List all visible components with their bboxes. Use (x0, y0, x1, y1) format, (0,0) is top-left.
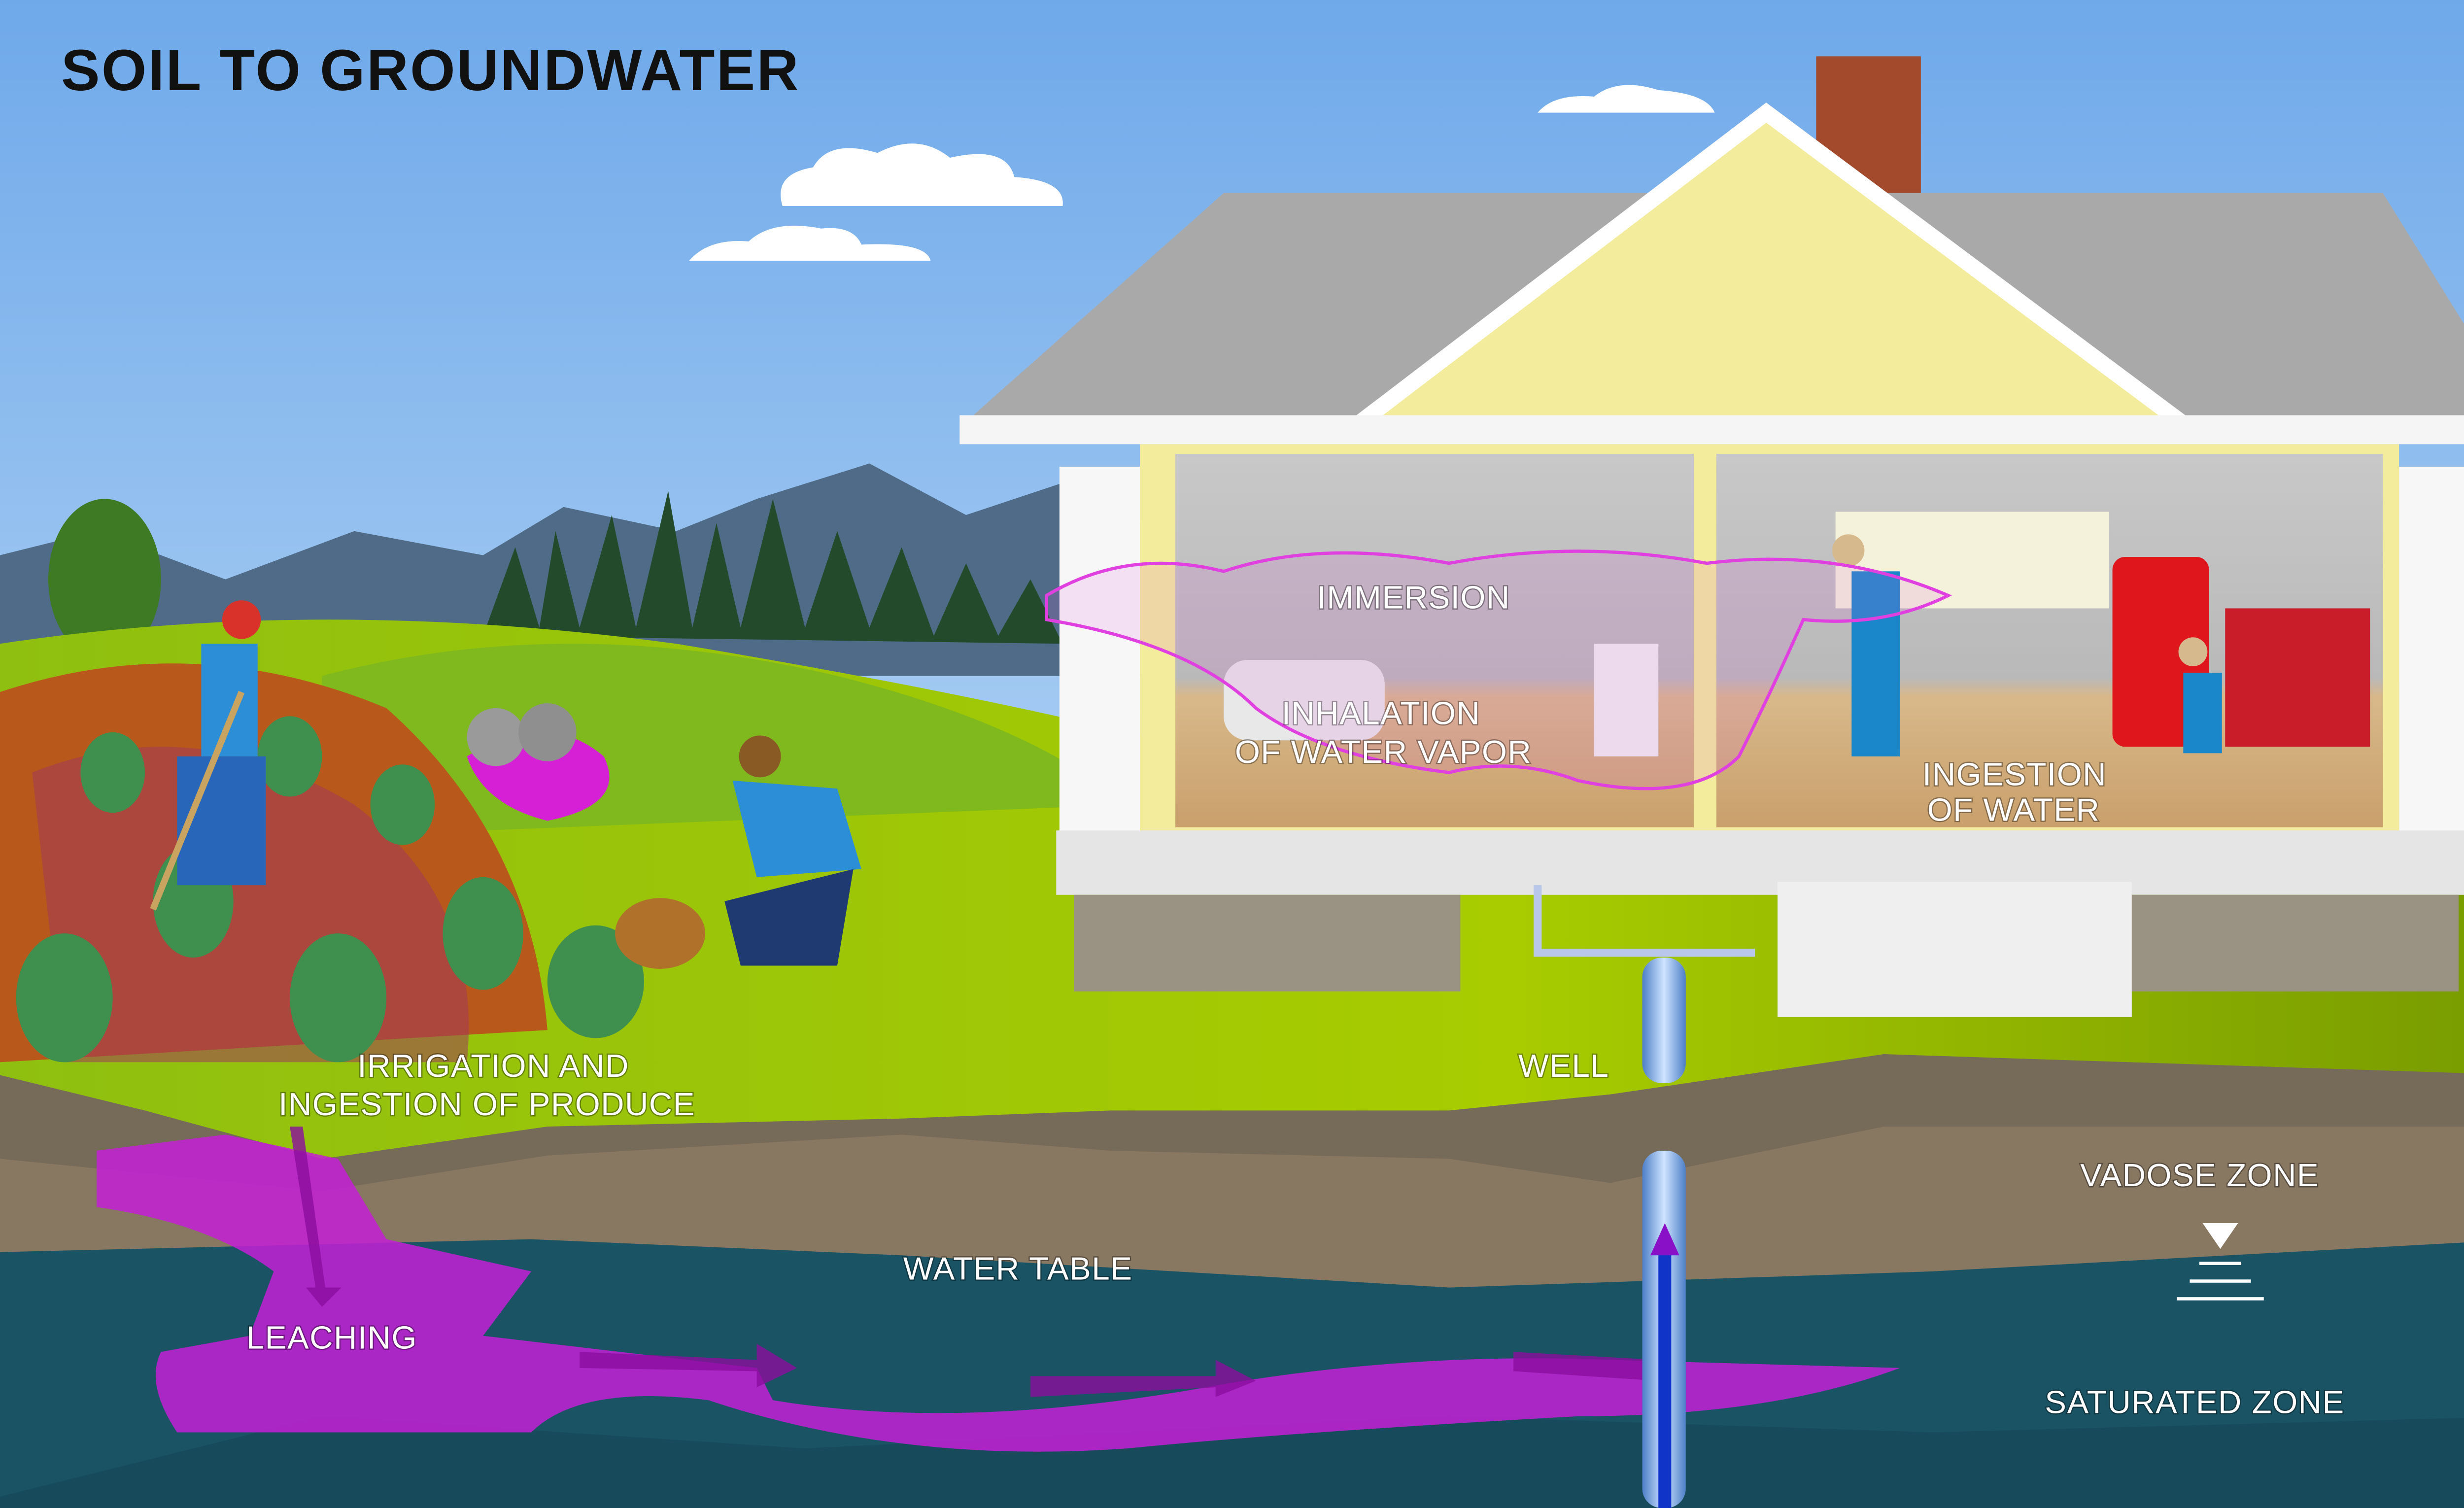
foundation-floor (1056, 830, 2464, 895)
well (1534, 885, 1755, 1508)
crop-plants (16, 716, 644, 1062)
bathtub (1224, 659, 1385, 741)
diagram-title: SOIL TO GROUNDWATER (61, 38, 800, 103)
flow-arrows (290, 1127, 1659, 1397)
house-water-pipe (1534, 885, 1755, 957)
porch-column-right (2399, 467, 2464, 837)
saturated-deep (0, 1416, 2464, 1508)
clouds (689, 85, 1715, 261)
label-irrigation-line1: IRRIGATION AND (357, 1048, 629, 1084)
porch-column-left (1059, 467, 1140, 837)
label-ingestion-water-line1: INGESTION (1922, 756, 2107, 792)
well-up-arrow (1650, 1223, 1679, 1256)
gardener-with-rake (150, 600, 266, 911)
water-table-symbol (2177, 1223, 2264, 1301)
label-vadose-zone: VADOSE ZONE (2080, 1157, 2319, 1193)
child-drinking (2178, 637, 2222, 754)
stone-foundation-left (1074, 894, 1461, 992)
contaminant-plume (97, 1134, 1900, 1452)
stone-foundation-right (2104, 894, 2459, 992)
label-saturated-zone: SATURATED ZONE (2045, 1384, 2344, 1420)
label-well: WELL (1518, 1048, 1609, 1084)
person-harvesting (615, 735, 861, 969)
front-steps (1778, 882, 2132, 1017)
label-inhalation-line1: INHALATION (1282, 695, 1481, 731)
eave (959, 415, 2464, 445)
label-inhalation-line2: OF WATER VAPOR (1235, 734, 1532, 770)
washer-dryer (2225, 608, 2370, 747)
woman-at-sink (1832, 534, 1900, 756)
water-vapor-cloud (1045, 549, 1952, 790)
toilet (1594, 644, 1659, 756)
label-immersion: IMMERSION (1317, 579, 1510, 615)
label-leaching: LEACHING (246, 1320, 417, 1356)
tree-left (48, 499, 161, 660)
tree-line (483, 491, 1063, 644)
label-ingestion-water-line2: OF WATER (1927, 792, 2100, 828)
house (959, 56, 2464, 1017)
label-water-table: WATER TABLE (903, 1250, 1133, 1286)
bathroom-cutaway (1175, 453, 1694, 827)
label-irrigation-line2: INGESTION OF PRODUCE (278, 1086, 695, 1122)
contaminant-barrels (467, 703, 610, 821)
